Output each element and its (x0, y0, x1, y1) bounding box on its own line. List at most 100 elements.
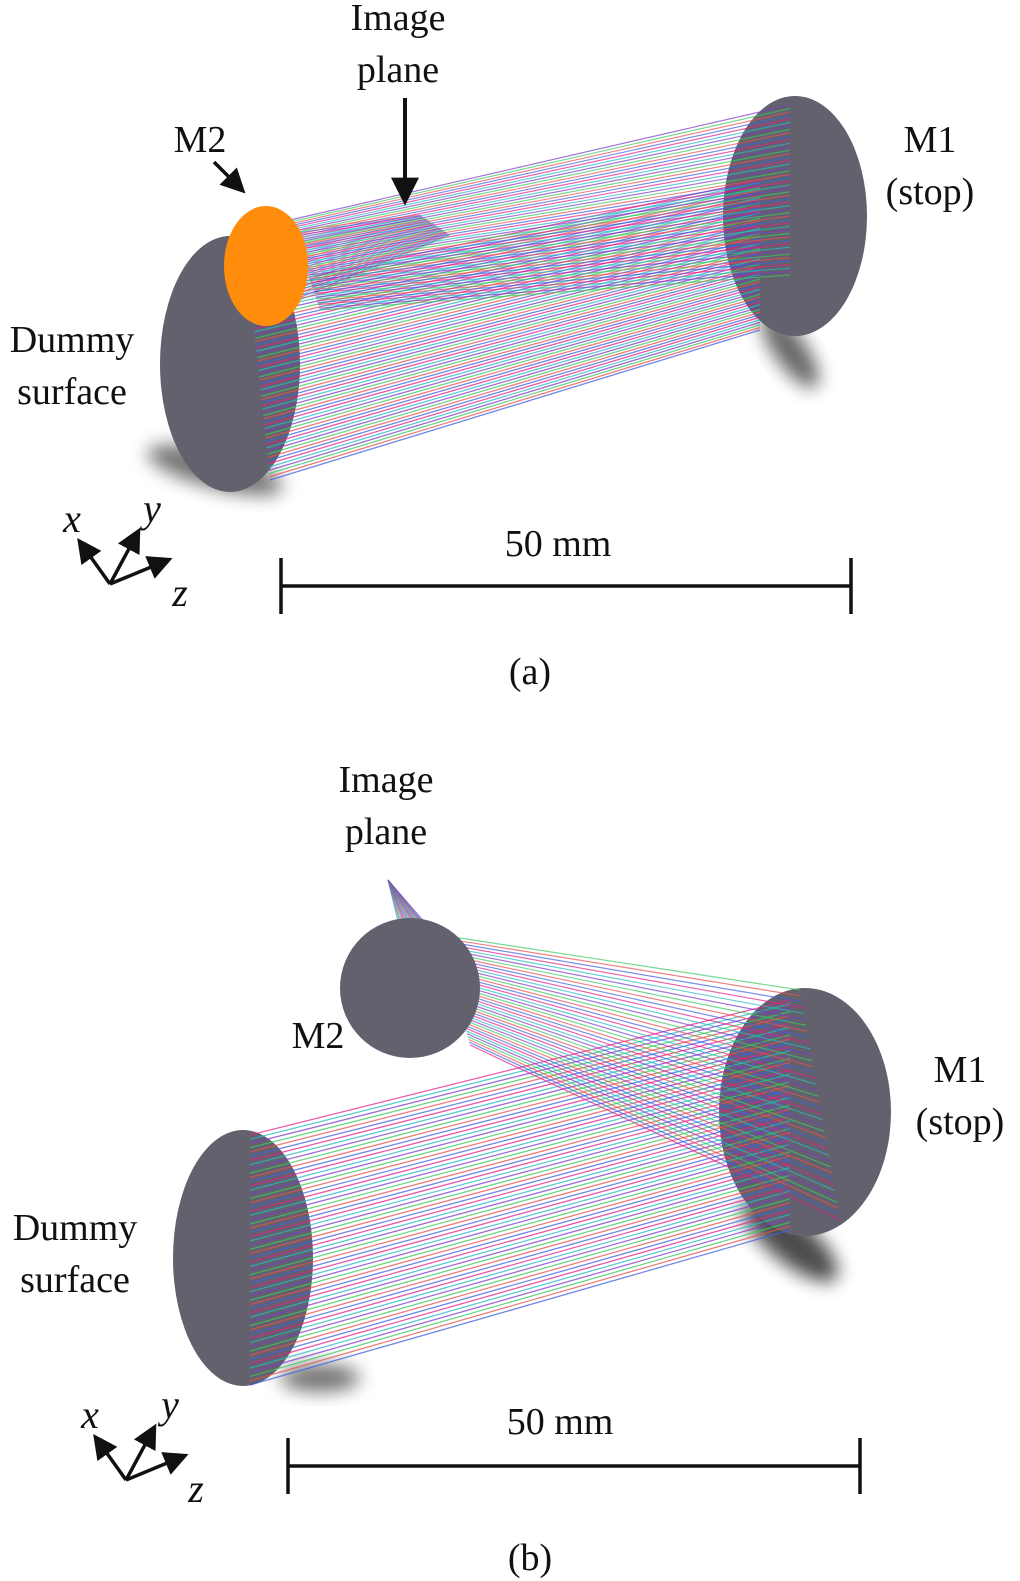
ray-segment (457, 999, 824, 1127)
ray-segment (455, 993, 822, 1115)
ray-segment (299, 220, 430, 253)
dummy-label-b: Dummy (13, 1207, 138, 1249)
ray-segment (312, 232, 791, 289)
ray-segment (249, 1030, 791, 1170)
ray-segment (448, 965, 812, 1056)
ray-segment (249, 1225, 791, 1382)
ray-segment (269, 326, 761, 478)
ray-segment (451, 976, 816, 1080)
ray-segment (299, 227, 440, 277)
ray-segment (308, 211, 791, 278)
ray-segment (249, 1112, 791, 1259)
ray-segment (292, 121, 791, 230)
ray-segment (249, 1198, 791, 1352)
ray-segment (266, 301, 761, 446)
ray-segment (299, 224, 436, 267)
ray-segment (316, 257, 791, 302)
ray-segment (469, 1044, 841, 1221)
ray-segment (446, 956, 809, 1038)
ray-segment (249, 1096, 791, 1242)
ray-segment (249, 1053, 791, 1195)
ray-segment (464, 1024, 834, 1180)
ray-segment (249, 1038, 791, 1179)
ray-segment (314, 243, 791, 295)
ray-segment (269, 324, 761, 475)
ray-segment (264, 286, 761, 426)
ray-segment (311, 229, 791, 287)
ray-segment (249, 1073, 791, 1217)
ray-segment (263, 281, 761, 420)
m1-label-a: M1 (904, 119, 957, 161)
m2-arrow-a (212, 160, 246, 194)
ray-segment (318, 267, 791, 307)
ray-segment (257, 237, 761, 365)
ray-segment (299, 233, 449, 296)
ray-segment (440, 937, 802, 997)
axis-triad-b (93, 1423, 189, 1482)
ray-segment (249, 1100, 791, 1246)
ray-segment (299, 234, 451, 301)
ray-segment (299, 229, 443, 284)
ray-segment (315, 250, 791, 298)
ray-segment (299, 159, 791, 250)
ray-segment (318, 263, 791, 306)
ray-segment (265, 298, 761, 442)
ray-segment (256, 230, 761, 356)
ray-segment (249, 1089, 791, 1234)
ray-segment (249, 1163, 791, 1314)
ray-segment (249, 1159, 791, 1310)
ray-segment (249, 1143, 791, 1293)
axis-y-b: y (157, 1382, 179, 1427)
ray-segment (249, 1139, 791, 1289)
ray-segment (299, 233, 450, 299)
ray-segment (454, 988, 820, 1103)
m1-label-b: M1 (934, 1049, 987, 1091)
ray-segment (465, 1027, 835, 1186)
ray-segment (446, 959, 810, 1044)
ray-segment (249, 1061, 791, 1204)
ray-segment (249, 1182, 791, 1335)
ray-segment (249, 1057, 791, 1200)
ray-segment (290, 107, 791, 223)
ray-segment (319, 274, 791, 311)
ray-segment (445, 954, 808, 1032)
ray-segment (468, 1038, 839, 1209)
panel-a: Image plane M2 M1 (stop) Dummy surface x… (10, 0, 975, 693)
ray-segment (249, 1209, 791, 1365)
ray-segment (452, 979, 817, 1085)
ray-segment (299, 216, 424, 238)
ray-segment (258, 248, 761, 378)
ray-segment (459, 1004, 826, 1139)
ray-segment (249, 1026, 791, 1166)
ray-segment (249, 1221, 791, 1378)
ray-segment (249, 1151, 791, 1301)
image-plane-label-b-2: plane (345, 811, 427, 853)
ray-segment (299, 226, 438, 272)
ray-segment (463, 1021, 833, 1174)
ray-segment (299, 219, 429, 250)
ray-segment (293, 125, 791, 232)
ray-segment (249, 1155, 791, 1306)
ray-segment (249, 1003, 791, 1140)
ray-segment (256, 227, 761, 352)
ray-segment (267, 314, 761, 462)
ray-segment (249, 1108, 791, 1255)
caption-b: (b) (508, 1537, 552, 1579)
ray-segment (303, 184, 791, 263)
ray-segment (299, 223, 434, 262)
ray-segment (263, 278, 761, 417)
ray-segment (249, 1178, 791, 1331)
ray-segment (261, 263, 761, 397)
ray-segment (267, 311, 761, 459)
ray-bundle-a (249, 104, 791, 481)
ray-segment (299, 226, 439, 274)
ray-segment (249, 1007, 791, 1145)
ray-segment (249, 1092, 791, 1238)
ray-segment (298, 152, 791, 247)
ray-segment (317, 260, 791, 304)
ray-segment (313, 236, 791, 291)
ray-segment (249, 1205, 791, 1361)
ray-segment (299, 231, 446, 289)
m1-label-a-2: (stop) (886, 171, 975, 213)
axis-x-a: x (62, 496, 81, 541)
